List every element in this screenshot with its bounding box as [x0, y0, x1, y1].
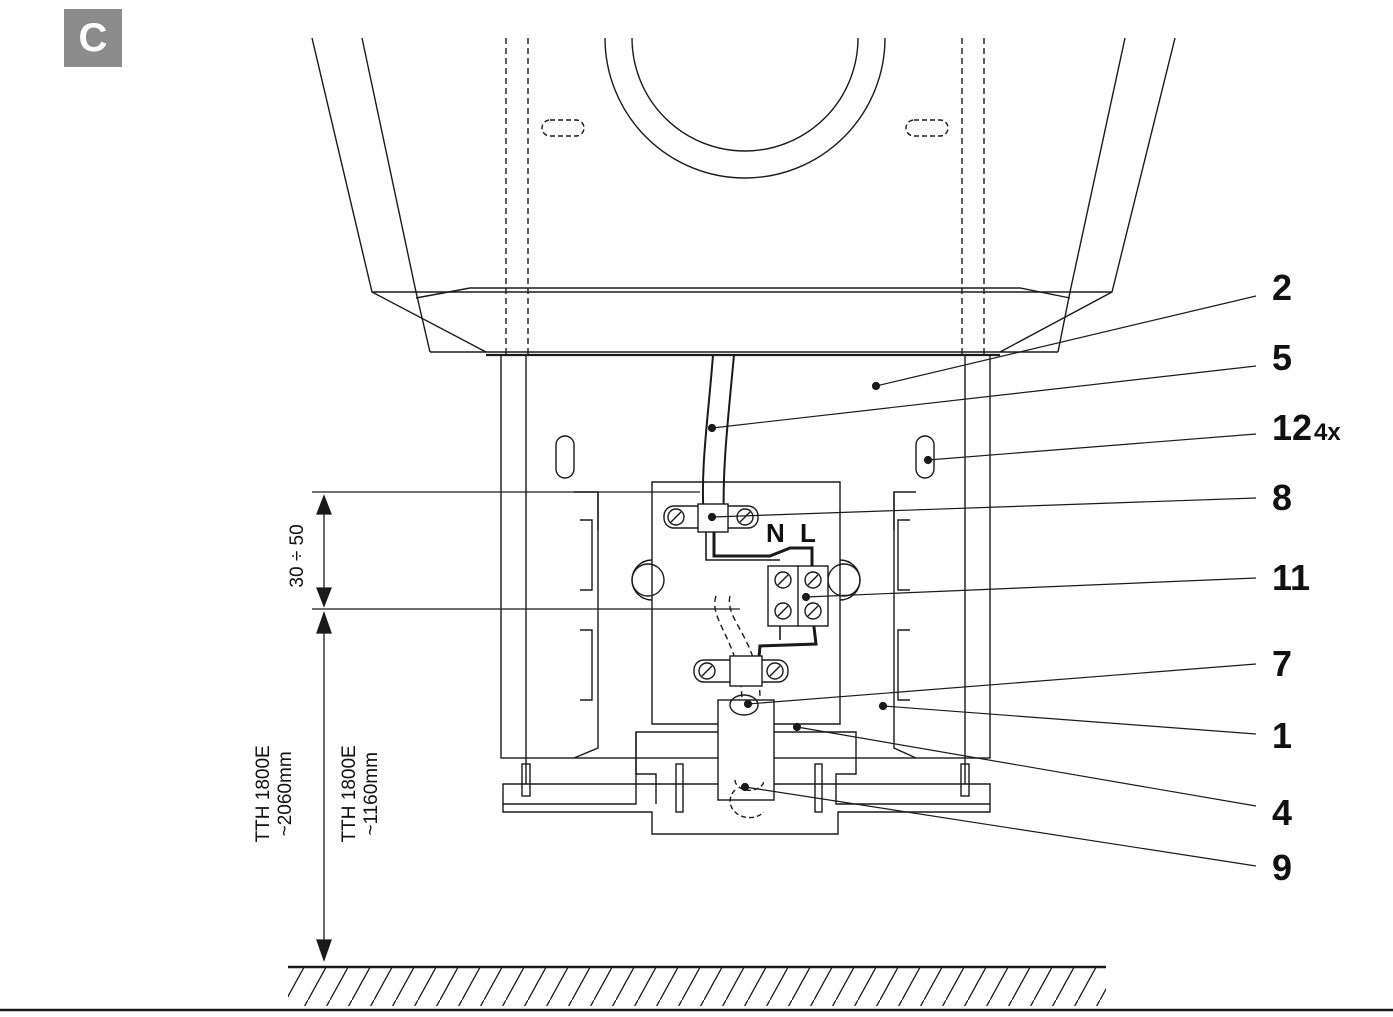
dimension-lines — [312, 491, 740, 962]
callout-number: 8 — [1272, 477, 1293, 518]
callout-number: 2 — [1272, 267, 1293, 308]
callout-number: 9 — [1272, 847, 1293, 888]
base-bracket — [502, 699, 991, 835]
terminal-block — [767, 565, 829, 627]
callout-11: 11 — [1272, 560, 1310, 596]
callout-2: 2 — [1272, 270, 1292, 306]
callout-number: 7 — [1272, 643, 1293, 684]
callout-number: 4 — [1272, 792, 1293, 833]
callout-number: 1 — [1272, 715, 1293, 756]
mounting-bracket — [500, 354, 991, 759]
callout-1: 1 — [1272, 718, 1292, 754]
terminal-plate — [631, 481, 861, 725]
heater-housing — [311, 37, 1176, 357]
callout-quantity: 4x — [1314, 419, 1341, 446]
leader-lines — [707, 295, 1257, 867]
dimension-height-b-model: TTH 1800E — [339, 745, 361, 843]
dimension-height-b-label: TTH 1800E ~1160mm — [339, 729, 383, 859]
callout-number: 12 — [1272, 407, 1313, 448]
callout-4: 4 — [1272, 795, 1292, 831]
callout-9: 9 — [1272, 850, 1292, 886]
dimension-height-b-value: ~1160mm — [361, 752, 382, 836]
callout-number: 5 — [1272, 337, 1293, 378]
dimension-height-a-label: TTH 1800E ~2060mm — [253, 729, 297, 859]
cable-clamp-lower — [693, 655, 789, 716]
callout-7: 7 — [1272, 646, 1292, 682]
dimension-height-a-value: ~2060mm — [275, 751, 296, 837]
callout-5: 5 — [1272, 340, 1292, 376]
callout-8: 8 — [1272, 480, 1292, 516]
callout-number: 11 — [1272, 557, 1311, 598]
dimension-gap-label: 30 ÷ 50 — [287, 524, 309, 588]
terminal-label-live: L — [800, 518, 816, 548]
panel-label-badge: C — [64, 9, 122, 67]
callout-12: 124x — [1272, 410, 1341, 446]
dimension-height-a-model: TTH 1800E — [253, 745, 275, 843]
floor-hatch — [0, 965, 1393, 1012]
terminal-label-neutral: N — [766, 518, 785, 548]
